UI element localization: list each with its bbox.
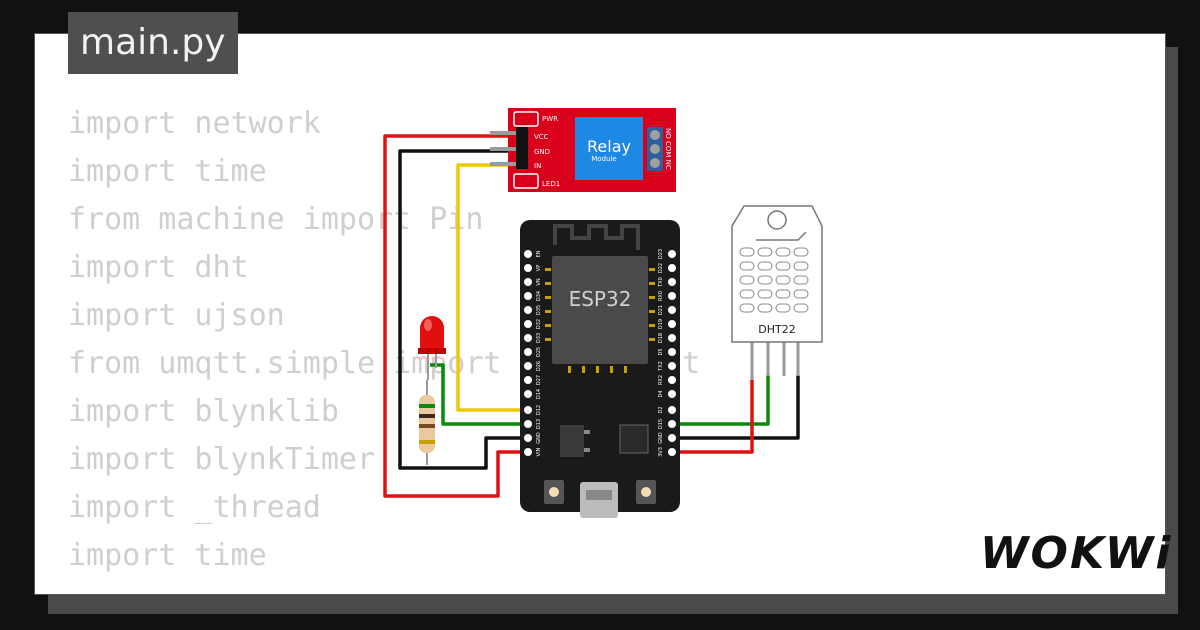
relay-pin-label: VCC	[534, 133, 549, 141]
esp32-pin-label: VN	[536, 278, 542, 285]
relay-pwr-label: PWR	[542, 115, 558, 123]
wire-green-dht	[672, 375, 770, 426]
dht-label: DHT22	[758, 323, 795, 336]
esp32-board: ESP32 ENVPVND34D35D32D33D25D26D27D14D12D…	[520, 220, 680, 518]
esp32-pin-label: D35	[536, 305, 542, 315]
esp32-pin-label: D21	[658, 305, 664, 315]
esp32-pin-label: D27	[536, 375, 542, 385]
esp32-label: ESP32	[569, 287, 632, 311]
esp32-pin-label: VIN	[536, 447, 542, 456]
esp32-pin-label: D14	[536, 389, 542, 399]
file-tab[interactable]: main.py	[68, 12, 238, 74]
esp32-pin-label: TX2	[658, 361, 664, 372]
relay-led-label: LED1	[542, 180, 560, 188]
esp32-pin-label: RX2	[658, 375, 664, 385]
esp32-pin-label: D25	[536, 347, 542, 357]
esp32-pin-label: D12	[536, 405, 542, 415]
esp32-pin-label: TX0	[658, 277, 664, 288]
relay-title: Relay	[587, 137, 631, 156]
wire-yellow-in	[456, 163, 528, 412]
esp32-pin-label: VP	[536, 265, 542, 271]
code-line: from machine import Pin	[68, 202, 484, 237]
esp32-pin-label: D19	[658, 319, 664, 329]
esp32-pin-label: D34	[536, 291, 542, 301]
code-line: import network	[68, 106, 321, 141]
relay-subtitle: Module	[591, 155, 616, 163]
esp32-pin-label: RX0	[658, 291, 664, 301]
wokwi-logo: WOKWi	[980, 528, 1173, 579]
relay-pin-label: GND	[534, 148, 550, 156]
esp32-pin-label: D4	[658, 390, 664, 397]
esp32-pin-label: D33	[536, 333, 542, 343]
relay-terminal-label: NO COM NC	[664, 128, 672, 170]
esp32-pin-label: D2	[658, 406, 664, 413]
relay-pin-label: IN	[534, 162, 541, 170]
code-line: import blynkTimer	[68, 442, 376, 477]
code-line: import time	[68, 538, 267, 573]
esp32-pin-label: GND	[658, 432, 664, 444]
esp32-pin-label: D22	[658, 263, 664, 273]
led	[418, 316, 446, 380]
dht22-sensor: DHT22	[731, 205, 823, 380]
esp32-pin-label: D26	[536, 361, 542, 371]
esp32-pin-label: D23	[658, 249, 664, 259]
code-line: import time	[68, 154, 267, 189]
code-line: import dht	[68, 250, 249, 285]
esp32-pin-label: EN	[536, 250, 542, 257]
code-line: import _thread	[68, 490, 321, 525]
wire-black-gnd	[398, 149, 528, 470]
esp32-pin-label: D15	[658, 419, 664, 429]
esp32-pin-label: D18	[658, 333, 664, 343]
wire-green-led	[430, 363, 528, 426]
wire-red-dht	[672, 380, 754, 454]
esp32-pin-label: D32	[536, 319, 542, 329]
code-line: import blynklib	[68, 394, 339, 429]
esp32-pin-label: GND	[536, 432, 542, 444]
esp32-pin-label: 3V3	[658, 447, 664, 457]
wire-red-vcc	[383, 134, 528, 498]
esp32-pin-label: D5	[658, 348, 664, 355]
esp32-pin-label: D13	[536, 419, 542, 429]
wire-black-dht	[672, 375, 800, 440]
resistor	[419, 380, 435, 465]
code-line: import ujson	[68, 298, 285, 333]
relay-module: PWR LED1 VCC GND IN Relay Module NO COM …	[490, 108, 676, 192]
